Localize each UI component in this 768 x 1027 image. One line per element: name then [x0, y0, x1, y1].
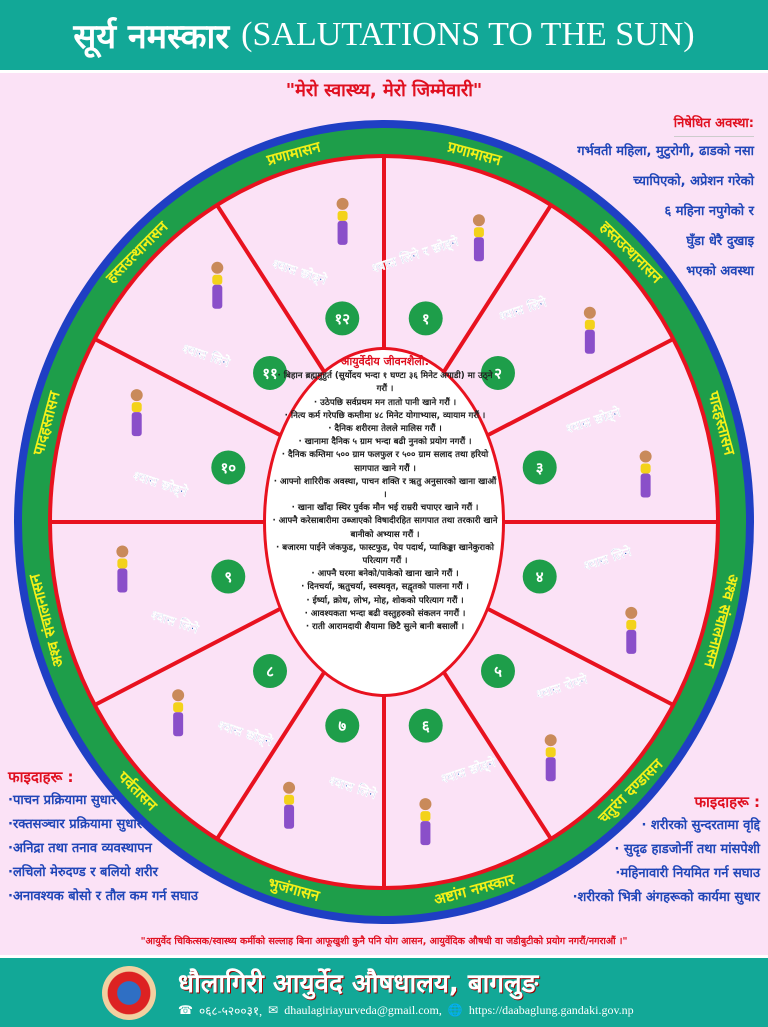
step-number-badge — [325, 301, 360, 336]
segment-divider — [93, 337, 283, 438]
step-number-badge — [522, 559, 557, 594]
benefit-item: ·पाचन प्रक्रियामा सुधार — [8, 793, 117, 808]
yoga-pose-figure — [130, 389, 143, 437]
yoga-pose-figure — [583, 306, 596, 354]
step-number-badge — [522, 450, 557, 485]
website-link[interactable]: https://daabaglung.gandaki.gov.np — [468, 1003, 634, 1017]
step-number-badge — [408, 708, 443, 743]
benefit-item: ·अनावश्यक बोसो र तौल कम गर्न सघाउ — [8, 889, 198, 904]
segment-divider — [485, 606, 675, 707]
benefits-right-title: फाइदाहरू : — [694, 793, 760, 811]
step-number: १ — [422, 310, 430, 328]
lifestyle-panel: आयुर्वेदीय जीवनशैली: · बिहान ब्रह्ममुहुर… — [272, 355, 498, 685]
step-number: ४ — [536, 568, 544, 586]
lifestyle-item: · उठेपछि सर्वप्रथम मन तातो पानी खाने गरौ… — [313, 397, 457, 408]
step-number-badge — [211, 559, 246, 594]
benefits-right: फाइदाहरू : · शरीरको सुन्दरतामा वृद्दि · स… — [573, 790, 760, 910]
yoga-pose-figure — [472, 214, 485, 262]
phone-icon: ☎ — [178, 1003, 193, 1017]
government-emblem-logo — [102, 966, 156, 1020]
lifestyle-item: · आफ्नै घरमा बनेको/पाकेको खाना खाने गरौं… — [311, 569, 459, 580]
benefits-left-title: फाइदाहरू : — [8, 768, 74, 786]
organization-name: धौलागिरी आयुर्वेद औषधालय, बागलुङ — [178, 969, 539, 999]
lifestyle-item: · दिनचर्या, ऋतुचर्या, स्वस्थवृत, सद्वृतक… — [301, 582, 469, 593]
benefit-item: ·अनिद्रा तथा तनाव व्यवस्थापन — [8, 841, 152, 856]
step-number-badge — [480, 654, 515, 689]
yoga-pose-figure — [336, 197, 349, 245]
benefit-item: ·शरीरको भित्री अंगहरूको कार्यमा सुधार — [572, 890, 760, 905]
step-number: ५ — [494, 663, 502, 681]
yoga-pose-figure — [544, 734, 557, 782]
step-number: ११ — [262, 364, 278, 382]
yoga-pose-figure — [639, 450, 652, 498]
yoga-pose-figure — [625, 606, 638, 654]
contraindication-line: ६ महिना नपुगेको र — [664, 204, 754, 219]
benefit-item: ·महिनावारी नियमित गर्न सघाउ — [615, 866, 760, 881]
segment-divider — [441, 669, 553, 841]
step-number-badge — [253, 654, 288, 689]
step-number: १० — [220, 459, 236, 477]
footer: धौलागिरी आयुर्वेद औषधालय, बागलुङ ☎ ०६८-५… — [0, 955, 768, 1027]
step-number: ६ — [422, 717, 430, 735]
lifestyle-item: · खानामा दैनिक ५ ग्राम भन्दा बढी नुनको प… — [298, 437, 472, 448]
step-number: ७ — [338, 717, 346, 735]
title-nepali: सूर्य नमस्कार — [73, 17, 230, 57]
step-number-badge — [480, 355, 515, 390]
title-english: (SALUTATIONS TO THE SUN) — [241, 16, 695, 53]
yoga-pose-figure — [419, 798, 432, 846]
lifestyle-item: · ईर्ष्या, क्रोध, लोभ, मोह, शोकको परित्य… — [306, 595, 464, 606]
lifestyle-item: · दैनिक शरीरमा तेलले मालिस गरौं । — [328, 424, 442, 435]
poster-header: सूर्य नमस्कार (SALUTATIONS TO THE SUN) — [0, 0, 768, 73]
contraindication-line: घुँडा धेरै दुखाइ — [686, 234, 754, 249]
step-number: ८ — [266, 663, 274, 681]
step-number: १२ — [334, 310, 350, 328]
contraindication-line: भएको अवस्था — [686, 264, 754, 279]
segment-divider — [485, 337, 675, 438]
step-number: २ — [494, 364, 502, 382]
contraindication-line: च्यापिएको, अप्रेशन गरेको — [633, 174, 754, 189]
lifestyle-item: · आफ्नो शारिरीक अवस्था, पाचन शक्ति र ऋतु… — [273, 476, 497, 501]
lifestyle-item: · राती आरामदायी शैयामा छिटै सुत्ने बानी … — [305, 622, 465, 633]
step-number-badge — [408, 301, 443, 336]
slogan: "मेरो स्वास्थ्य, मेरो जिम्मेवारी" — [285, 80, 483, 101]
yoga-pose-figure — [283, 781, 296, 829]
step-number: ९ — [224, 568, 232, 586]
segment-divider — [441, 203, 553, 375]
yoga-pose-figure — [172, 689, 185, 737]
globe-icon: 🌐 — [447, 1003, 463, 1017]
contact-info: ☎ ०६८-५२००३१, ✉ dhaulagiriayurveda@gmail… — [178, 1002, 634, 1019]
step-number-badge — [211, 450, 246, 485]
email-link[interactable]: dhaulagiriayurveda@gmail.com, — [284, 1003, 442, 1017]
benefit-item: · शरीरको सुन्दरतामा वृद्दि — [641, 818, 760, 833]
step-number: ३ — [536, 459, 544, 477]
yoga-pose-figure — [211, 261, 224, 309]
lifestyle-item: · बजारमा पाईने जंकफुड, फास्टफुड, पेय पदा… — [276, 542, 494, 567]
segment-divider — [215, 669, 327, 841]
benefit-item: ·लचिलो मेरुदण्ड र बलियो शरीर — [8, 865, 158, 880]
contraindications-title: निषेधित अवस्था: — [673, 112, 754, 137]
lifestyle-title: आयुर्वेदीय जीवनशैली: — [340, 355, 430, 368]
lifestyle-item: · नित्य कर्म गरेपछि कम्तीमा ४८ मिनेट योग… — [284, 410, 486, 421]
step-number-badge — [325, 708, 360, 743]
disclaimer: "आयुर्वेद चिकित्सक/स्वास्थ्य कर्मीको सल्… — [140, 936, 628, 947]
benefit-item: ·रक्तसञ्चार प्रक्रियामा सुधार — [8, 817, 143, 832]
lifestyle-item: · दैनिक कम्तिमा ५०० ग्राम फलफुल र ५०० ग्… — [281, 450, 489, 474]
email-icon: ✉ — [268, 1003, 279, 1017]
contraindications: निषेधित अवस्था: गर्भवती महिला, मुटुरोगी,… — [534, 112, 754, 287]
segment-divider — [93, 606, 283, 707]
lifestyle-item: · आफ्नै करेसाबारीमा उब्जाएको विषादीरहित … — [272, 516, 498, 540]
contraindication-line: गर्भवती महिला, मुटुरोगी, ढाडको नसा — [577, 144, 754, 159]
benefits-left: फाइदाहरू : ·पाचन प्रक्रियामा सुधार ·रक्तस… — [8, 765, 198, 909]
benefit-item: · सुदृढ हाडजोर्नी तथा मांसपेशी — [614, 842, 760, 857]
yoga-pose-figure — [116, 545, 129, 593]
step-number-badge — [253, 355, 288, 390]
lifestyle-item: · आवश्यकता भन्दा बढी वस्तुहरुको संकलन नग… — [304, 608, 466, 619]
lifestyle-item: · खाना खाँदा स्थिर पुर्वक मौन भई राम्ररी… — [291, 503, 479, 514]
phone-number: ०६८-५२००३१, — [198, 1004, 263, 1018]
lifestyle-item: · बिहान ब्रह्ममुहुर्त (सुर्योदय भन्दा १ … — [277, 371, 493, 395]
center-panel — [266, 350, 502, 694]
segment-divider — [215, 203, 327, 375]
